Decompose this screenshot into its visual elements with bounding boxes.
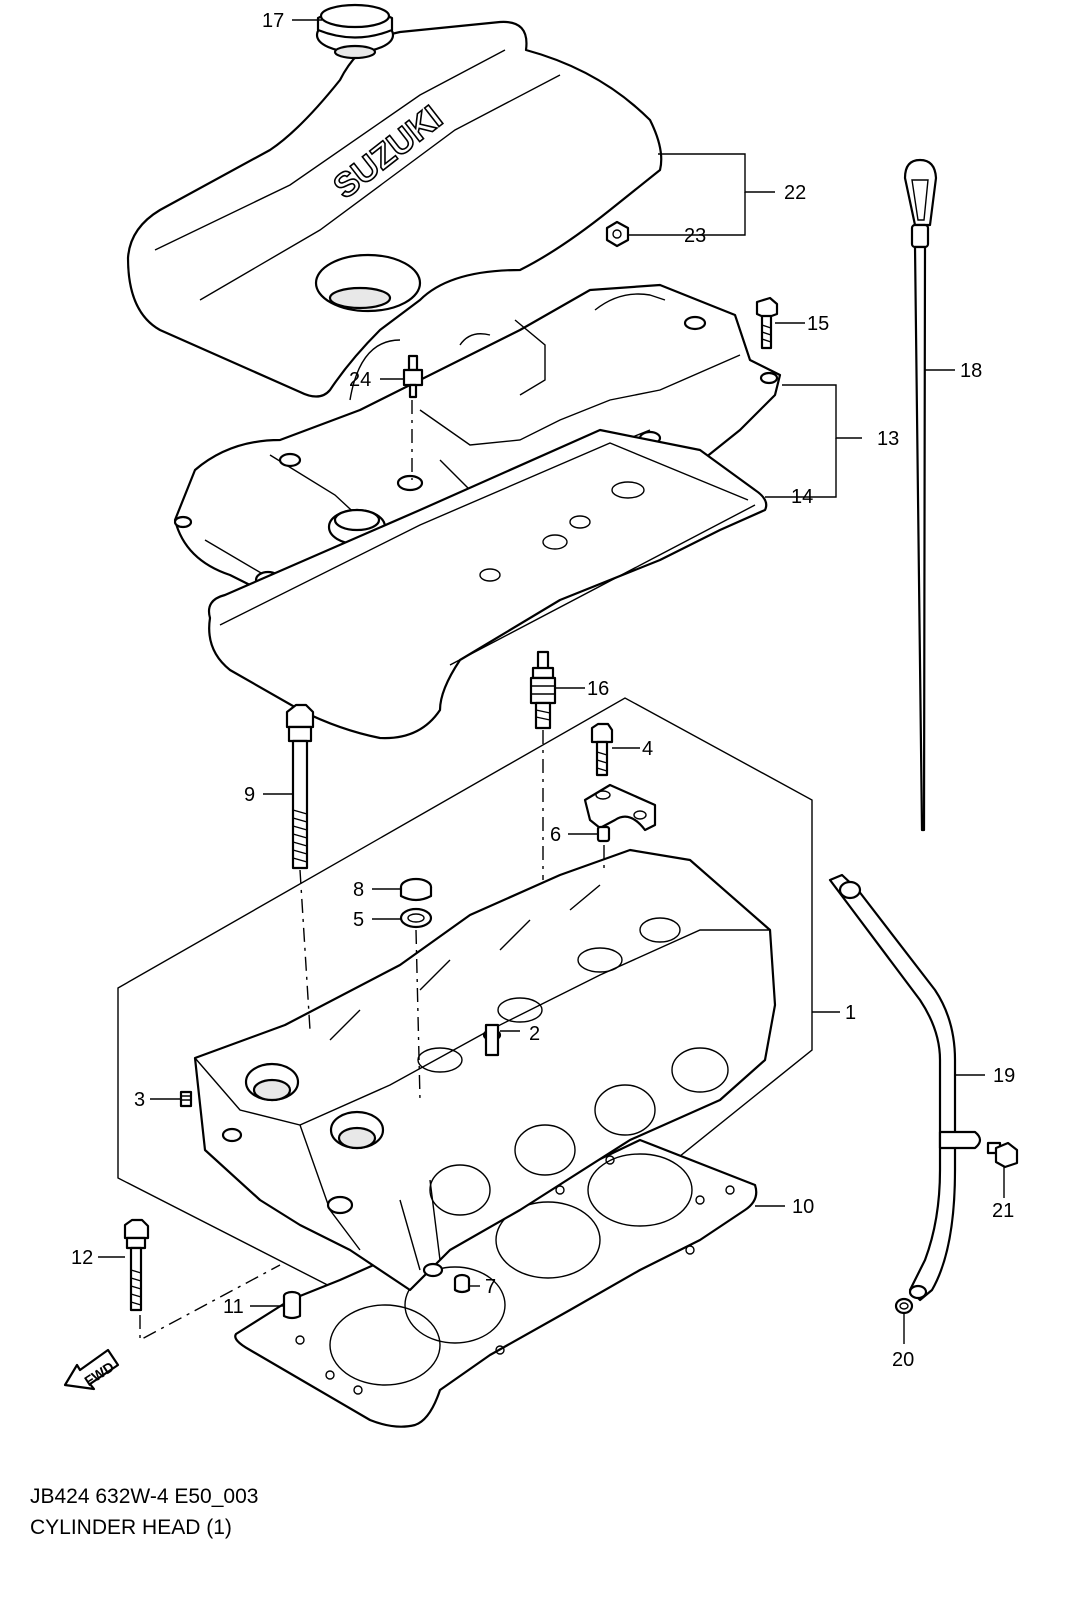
callout-16: 16 xyxy=(587,678,609,700)
callout-4: 4 xyxy=(642,738,653,760)
callout-21: 21 xyxy=(992,1200,1014,1222)
o-ring xyxy=(894,1297,914,1315)
oil-filler-cap xyxy=(315,3,395,60)
engine-cover: SUZUKI xyxy=(126,20,663,401)
gasket-bolt xyxy=(123,1218,150,1312)
cylinder-head-bolt xyxy=(285,703,315,870)
callout-6: 6 xyxy=(550,824,561,846)
oil-level-gauge xyxy=(903,158,938,832)
cylinder-head xyxy=(193,848,777,1292)
callout-24: 24 xyxy=(349,369,371,391)
callout-3: 3 xyxy=(134,1089,145,1111)
plug-cap xyxy=(399,877,433,902)
callout-9: 9 xyxy=(244,784,255,806)
callout-8: 8 xyxy=(353,879,364,901)
dowel-pin-11 xyxy=(282,1290,302,1320)
camshaft-cap xyxy=(583,783,657,832)
callout-12: 12 xyxy=(71,1247,93,1269)
callout-1: 1 xyxy=(845,1002,856,1024)
callout-17: 17 xyxy=(262,10,284,32)
callout-18: 18 xyxy=(960,360,982,382)
camshaft-cap-bolt xyxy=(590,722,614,777)
callout-2: 2 xyxy=(529,1023,540,1045)
callout-10: 10 xyxy=(792,1196,814,1218)
callout-11: 11 xyxy=(223,1296,244,1318)
assembly-lines xyxy=(139,400,605,1342)
callout-23: 23 xyxy=(684,225,706,247)
callout-7: 7 xyxy=(485,1276,496,1298)
callout-5: 5 xyxy=(353,909,364,931)
callout-20: 20 xyxy=(892,1349,914,1371)
guide-bolt xyxy=(986,1141,1019,1169)
oil-seal xyxy=(399,907,433,929)
callout-labels: 1 2 3 4 5 6 7 8 9 10 11 12 13 14 15 16 1… xyxy=(71,10,1015,1371)
cover-bolt xyxy=(755,296,779,350)
callout-22: 22 xyxy=(784,182,806,204)
callout-15: 15 xyxy=(807,313,829,335)
diagram-title: CYLINDER HEAD (1) xyxy=(30,1516,232,1539)
callout-14: 14 xyxy=(791,486,813,508)
forward-arrow: FWD xyxy=(63,1348,120,1391)
callout-13: 13 xyxy=(877,428,899,450)
dowel-pin-6 xyxy=(596,825,611,843)
cylinder-head-gasket xyxy=(234,1138,758,1428)
gauge-guide-tube xyxy=(828,873,982,1302)
dowel-pin-7 xyxy=(453,1273,471,1294)
spark-plug xyxy=(529,650,557,730)
callout-19: 19 xyxy=(993,1065,1015,1087)
cover-nut xyxy=(605,220,630,248)
threaded-plug xyxy=(179,1090,193,1108)
diagram-code: JB424 632W-4 E50_003 xyxy=(30,1485,259,1508)
assembly-boundary xyxy=(117,697,813,1346)
leader-lines xyxy=(98,19,1005,1344)
cover-stud xyxy=(402,354,424,399)
